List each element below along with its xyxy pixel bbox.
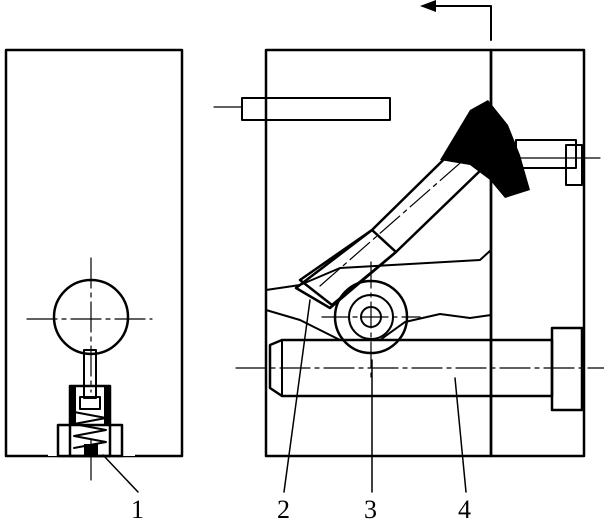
pocket [265, 249, 492, 341]
lever-arm-part-2 [294, 116, 514, 310]
spring-plunger-part-1 [56, 384, 124, 481]
callout-1: 1 [131, 495, 144, 521]
callout-4: 4 [458, 495, 471, 521]
pivot-block [440, 100, 601, 198]
callout-leaders [102, 299, 467, 493]
section-arrow-icon [420, 0, 492, 41]
callout-2: 2 [277, 495, 290, 521]
left-side-view [4, 48, 184, 481]
roller-part-3 [321, 261, 421, 379]
right-section-view [213, 48, 604, 458]
bolt-part-4 [235, 326, 604, 412]
callout-3: 3 [364, 495, 377, 521]
top-pin [213, 97, 391, 121]
